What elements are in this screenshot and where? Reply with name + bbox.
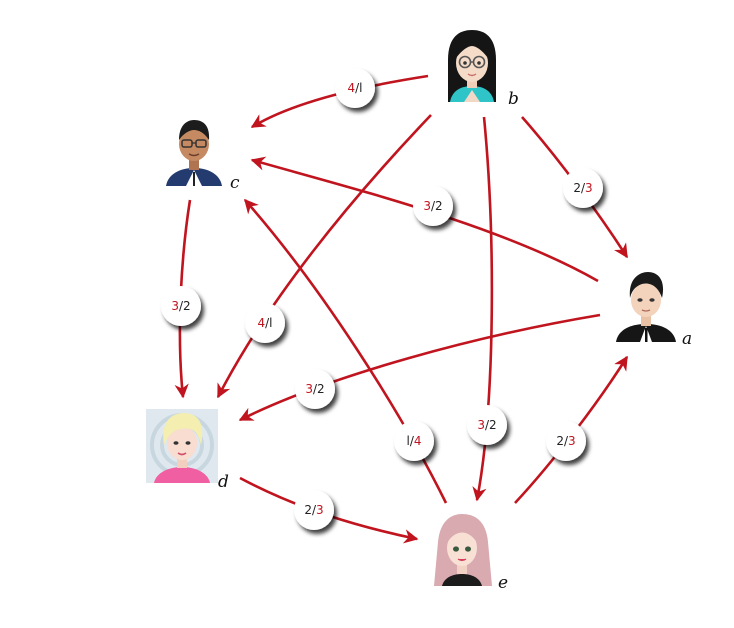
node-a-label: a	[682, 329, 692, 349]
weight-b-a-num: 2	[573, 181, 581, 195]
node-b: b	[436, 28, 519, 109]
weight-c-d-text: 3/2	[171, 299, 190, 313]
weight-b-e: 3/2	[467, 405, 507, 445]
weight-b-e-den: 2	[489, 418, 497, 432]
weight-b-d-den: l	[269, 316, 272, 330]
edge-a-d	[238, 313, 601, 422]
weight-a-c-den: 2	[435, 199, 443, 213]
weight-d-e-num: 2	[304, 503, 312, 517]
weight-b-c-den: l	[359, 81, 362, 95]
node-d: d	[146, 409, 229, 492]
node-c: c	[158, 112, 240, 193]
edge-e-c	[244, 198, 448, 504]
weight-a-c-text: 3/2	[423, 199, 442, 213]
node-a: a	[610, 268, 692, 349]
weight-b-d-num: 4	[257, 316, 265, 330]
weight-b-a: 2/3	[563, 168, 603, 208]
weight-b-d-text: 4/l	[257, 316, 272, 330]
weight-c-d: 3/2	[161, 286, 201, 326]
weight-e-a-text: 2/3	[556, 434, 575, 448]
weight-b-e-num: 3	[477, 418, 485, 432]
edge-b-e	[472, 116, 494, 502]
weight-b-c: 4/l	[335, 68, 375, 108]
weight-c-d-num: 3	[171, 299, 179, 313]
weight-e-a-den: 3	[568, 434, 576, 448]
weight-d-e-text: 2/3	[304, 503, 323, 517]
weight-d-e: 2/3	[294, 490, 334, 530]
weight-a-d: 3/2	[295, 369, 335, 409]
avatar-man-dark-hair-suit-icon	[610, 268, 682, 342]
node-e: e	[426, 512, 508, 593]
weight-b-c-text: 4/l	[347, 81, 362, 95]
weight-e-a: 2/3	[546, 421, 586, 461]
weight-b-c-num: 4	[347, 81, 355, 95]
node-b-label: b	[508, 89, 519, 109]
weight-a-c-num: 3	[423, 199, 431, 213]
weight-e-a-num: 2	[556, 434, 564, 448]
edges-layer	[174, 74, 629, 544]
weight-c-d-den: 2	[183, 299, 191, 313]
weight-b-a-text: 2/3	[573, 181, 592, 195]
weight-b-d: 4/l	[245, 303, 285, 343]
avatar-woman-pink-hair-icon	[426, 512, 498, 586]
weight-b-e-text: 3/2	[477, 418, 496, 432]
weight-d-e-den: 3	[316, 503, 324, 517]
node-d-label: d	[218, 472, 229, 492]
node-c-label: c	[230, 173, 240, 193]
avatar-woman-short-blonde-hair-icon	[146, 409, 218, 483]
edge-b-d	[216, 114, 432, 399]
weights-layer: 4/l 2/3 3/2 4/l 3/2	[161, 68, 603, 530]
weight-e-c: l/4	[394, 421, 434, 461]
nodes-layer: b c	[146, 28, 692, 593]
weight-e-c-den: 4	[414, 434, 422, 448]
weight-a-d-num: 3	[305, 382, 313, 396]
weight-a-d-text: 3/2	[305, 382, 324, 396]
node-e-label: e	[498, 573, 508, 593]
weight-a-d-den: 2	[317, 382, 325, 396]
weight-e-c-text: l/4	[406, 434, 421, 448]
weight-e-c-num: l	[406, 434, 409, 448]
weight-a-c: 3/2	[413, 186, 453, 226]
edge-b-c	[250, 74, 429, 129]
avatar-woman-long-black-hair-glasses-icon	[436, 28, 508, 102]
weight-b-a-den: 3	[585, 181, 593, 195]
avatar-man-glasses-vest-icon	[158, 112, 230, 186]
